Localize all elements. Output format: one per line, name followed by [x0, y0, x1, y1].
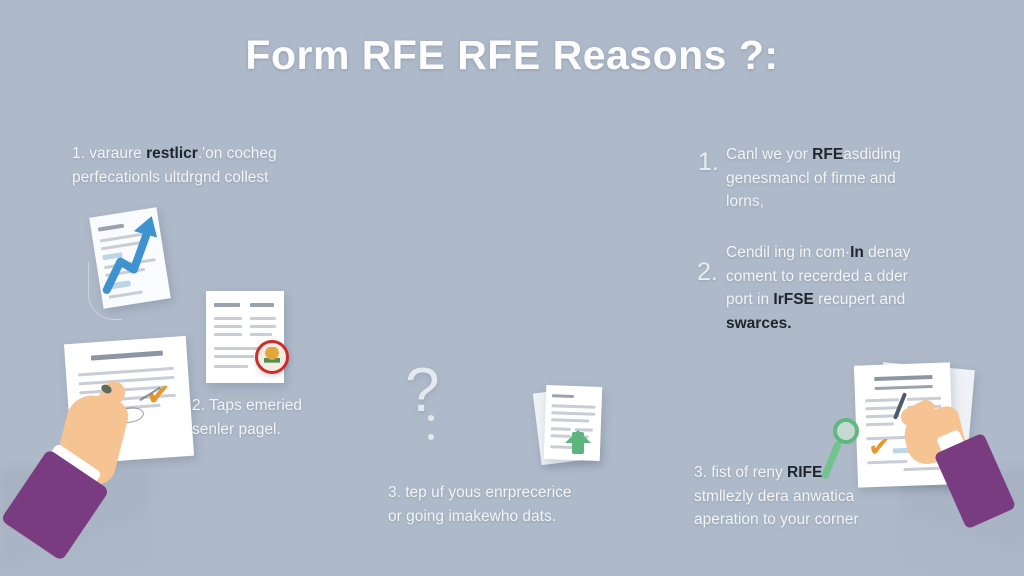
text-line: swarces.: [726, 312, 910, 336]
emphasized-term: swarces.: [726, 314, 792, 332]
balloon-string-decoration: [88, 262, 122, 320]
emphasized-term: restlicr: [146, 145, 198, 162]
text-line: perfecationls ultdrgnd collest: [72, 168, 269, 186]
emphasized-term: IrFSE: [773, 291, 814, 309]
text-block-right-2: Cendil ing in com·In denay coment to rece…: [726, 241, 910, 335]
text-line: Cendil ing in com·In denay: [726, 244, 911, 261]
emphasized-term: RFE: [812, 146, 844, 163]
text-block-right-3: 3. fist of reny RIFE stmllezly dera anwat…: [694, 461, 859, 532]
text-block-center-3: 3. tep uf yous enrprecerice or going imak…: [388, 481, 572, 528]
question-mark-dot-upper: [428, 415, 434, 421]
text-line: 1. varaure restlicr.'on cocheg: [72, 145, 277, 162]
text-line: stmllezly dera anwatica: [694, 487, 855, 505]
text-block-left-2: 2. Taps emeried senler pagel.: [192, 394, 302, 441]
text-line: 3. fist of reny RIFE: [694, 464, 823, 481]
text-line: port in IrFSE recupert and: [726, 291, 906, 309]
text-block-left-1: 1. varaure restlicr.'on cocheg perfecatio…: [72, 142, 277, 189]
orange-check-mark-icon: ✔: [146, 379, 172, 412]
text-line: 3. tep uf yous enrprecerice: [388, 484, 572, 501]
text-line: lorns,: [726, 193, 764, 211]
question-mark-icon: ?: [405, 356, 440, 425]
magnifying-glass-icon: [833, 418, 859, 444]
text-line: coment to recerded a dder: [726, 267, 908, 285]
text-line: Canl we yor RFEasdiding: [726, 146, 901, 163]
orange-check-mark-icon-right: ✔: [868, 432, 891, 462]
emphasized-term: In: [850, 244, 864, 261]
list-number-right-2: 2.: [697, 258, 718, 286]
text-line: senler pagel.: [192, 420, 281, 438]
emphasized-term: RIFE: [787, 464, 823, 481]
page-title: Form RFE RFE Reasons ?:: [245, 32, 779, 78]
question-mark-dot-lower: [428, 434, 434, 440]
list-number-right-1: 1.: [698, 148, 719, 176]
text-line: 2. Taps emeried: [192, 397, 302, 414]
green-arrow-icon: [565, 430, 591, 454]
text-line: or going imakewho dats.: [388, 507, 557, 525]
red-seal-stamp-icon: [255, 340, 289, 374]
text-block-right-1: Canl we yor RFEasdiding genesmancl of fir…: [726, 143, 901, 214]
text-line: aperation to your corner: [694, 511, 859, 529]
text-line: genesmancl of firme and: [726, 169, 896, 187]
